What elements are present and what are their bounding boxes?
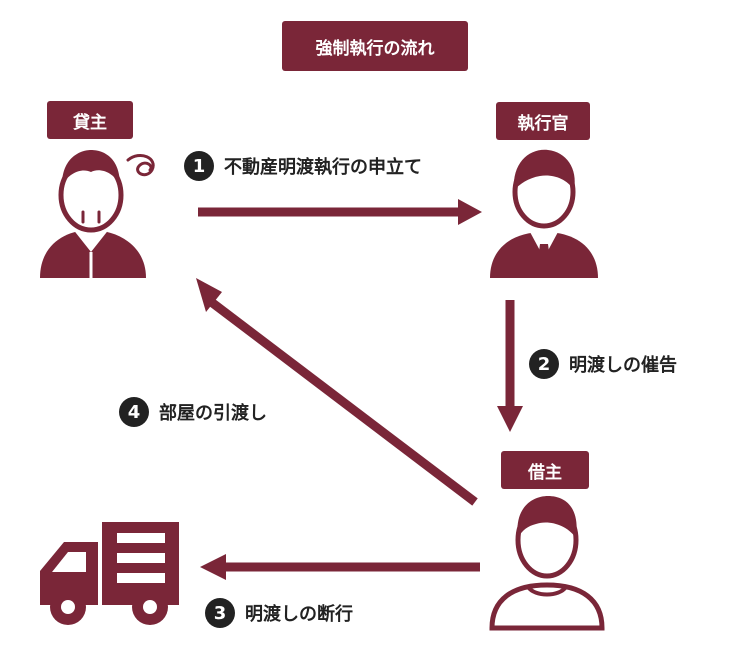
borrower-label: 借主	[501, 451, 589, 489]
diagram-title-text: 強制執行の流れ	[315, 38, 435, 59]
officer-label-text: 執行官	[517, 113, 569, 134]
lender-label-text: 貸主	[73, 112, 107, 133]
step-number-badge: 1	[184, 151, 214, 181]
lender-label: 貸主	[47, 101, 133, 139]
step-number-badge: 2	[529, 349, 559, 379]
step-label: 明渡しの断行	[245, 604, 353, 625]
arrow-step-3	[200, 554, 480, 580]
borrower-label-text: 借主	[528, 462, 562, 483]
arrow-step-2	[497, 300, 523, 432]
person-icon	[489, 496, 605, 631]
arrow-step-1	[198, 199, 482, 225]
suit-person-icon	[490, 149, 598, 278]
step-number-badge: 3	[205, 598, 235, 628]
step-1: 1 不動産明渡執行の申立て	[184, 151, 422, 181]
step-3: 3 明渡しの断行	[205, 598, 353, 628]
step-2: 2 明渡しの催告	[529, 349, 677, 379]
step-label: 不動産明渡執行の申立て	[224, 157, 422, 178]
arrow-step-4	[196, 278, 478, 506]
step-number-badge: 4	[119, 397, 149, 427]
officer-label: 執行官	[496, 102, 590, 140]
step-label: 部屋の引渡し	[159, 403, 267, 424]
worried-person-icon	[40, 150, 155, 278]
diagram-title: 強制執行の流れ	[282, 21, 468, 71]
step-label: 明渡しの催告	[569, 355, 677, 376]
moving-truck-icon	[40, 522, 179, 625]
step-4: 4 部屋の引渡し	[119, 397, 267, 427]
